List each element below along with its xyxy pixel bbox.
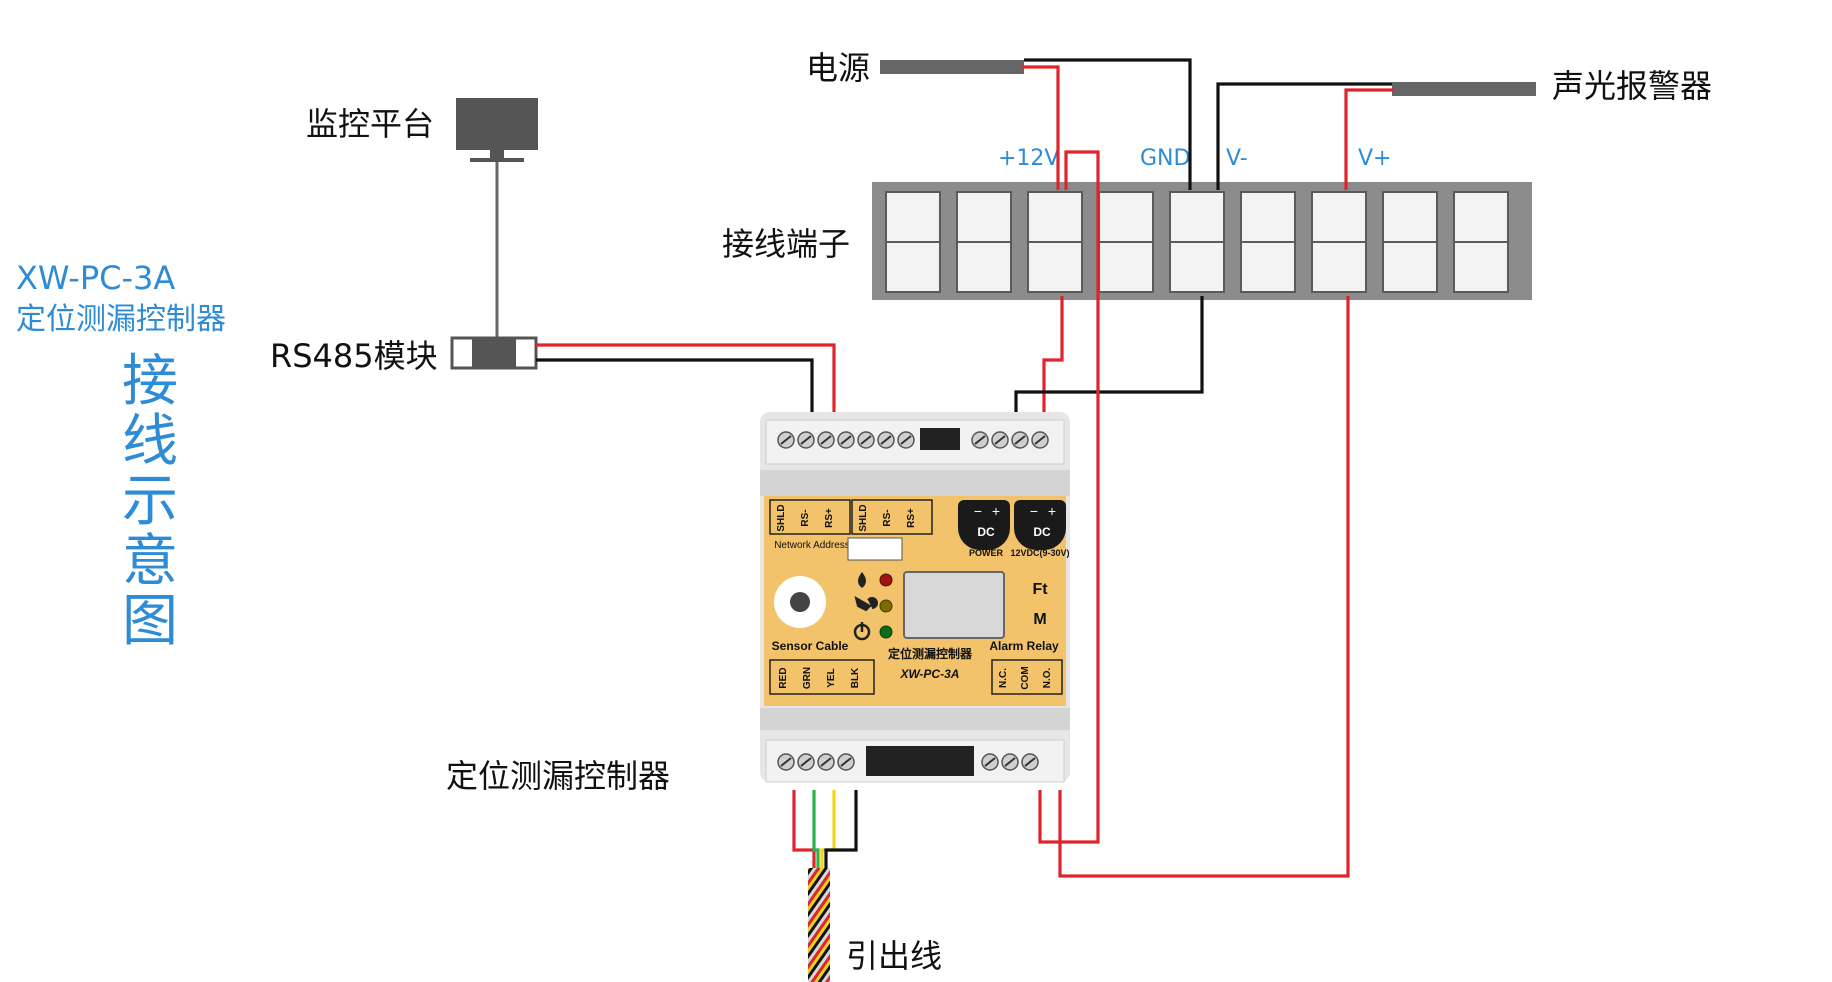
terminal-9 <box>1453 191 1509 293</box>
rs-pin-b-rs+: RS+ <box>906 508 917 528</box>
screw <box>981 753 999 771</box>
label-monitor-platform: 监控平台 <box>306 105 435 143</box>
screw <box>777 431 795 449</box>
wire-alarm-negative <box>1216 82 1392 190</box>
screw <box>817 753 835 771</box>
wire-12v-to-relay <box>1038 150 1100 844</box>
rs-pin-b-shld: SHLD <box>858 504 869 531</box>
wire-sensor-yellow <box>820 790 836 868</box>
screw <box>877 431 895 449</box>
terminal-label-gnd: GND <box>1140 146 1191 171</box>
unit-m-label: M <box>1033 611 1046 628</box>
terminal-5 <box>1169 191 1225 293</box>
wire-rs485-red <box>536 343 836 412</box>
terminal-label-vplus: V+ <box>1358 146 1392 171</box>
screw <box>1001 753 1019 771</box>
label-rs485-module: RS485模块 <box>270 337 438 375</box>
terminal-3 <box>1027 191 1083 293</box>
sensor-pin-red: RED <box>778 667 789 688</box>
wire-sensor-black <box>824 790 858 868</box>
terminal-label-vminus: V- <box>1226 146 1248 171</box>
wire-rs485-black <box>536 358 814 412</box>
screw <box>897 431 915 449</box>
terminal-2 <box>956 191 1012 293</box>
unit-ft-label: Ft <box>1032 581 1048 598</box>
label-controller: 定位测漏控制器 <box>446 757 671 795</box>
power-spec-label: 12VDC(9-30V) <box>1010 548 1069 558</box>
screw <box>1031 431 1049 449</box>
terminal-6 <box>1240 191 1296 293</box>
screw <box>1011 431 1029 449</box>
wire-vplus-to-relay <box>1058 296 1350 878</box>
power-lead <box>880 60 1024 74</box>
wire-sensor-green <box>812 790 820 868</box>
screw <box>971 431 989 449</box>
sensor-pin-grn: GRN <box>802 667 813 689</box>
diagram-title-model: XW-PC-3A <box>16 259 176 297</box>
wires <box>536 58 1394 878</box>
alarm-relay-label: Alarm Relay <box>989 639 1059 653</box>
label-alarm: 声光报警器 <box>1552 67 1713 105</box>
screw <box>837 753 855 771</box>
terminal-label-plus12v: +12V <box>998 146 1060 171</box>
lcd-display <box>903 571 1005 639</box>
svg-text:−: − <box>1030 503 1038 519</box>
diagram-title-vertical: 接线示意图 <box>122 349 178 654</box>
rs-pin-a-rs+: RS+ <box>824 508 835 528</box>
screw <box>777 753 795 771</box>
power-connectors: − + − + DC DC <box>958 500 1066 550</box>
controller-device: SHLD RS- RS+ SHLD RS- RS+ Network Address − +… <box>760 412 1070 783</box>
panel-model-label: XW-PC-3A <box>900 667 960 681</box>
sensor-pin-yel: YEL <box>826 668 837 687</box>
led-red <box>879 573 893 587</box>
sensor-cable-label: Sensor Cable <box>772 639 849 653</box>
rs-pin-a-shld: SHLD <box>776 504 787 531</box>
svg-text:+: + <box>992 503 1000 519</box>
diagram-title-name: 定位测漏控制器 <box>16 302 226 337</box>
terminal-1 <box>885 191 941 293</box>
terminal-7 <box>1311 191 1367 293</box>
screw <box>817 431 835 449</box>
power-label: POWER <box>969 548 1004 558</box>
svg-text:+: + <box>1048 503 1056 519</box>
relay-pin-nc: N.C. <box>998 668 1009 688</box>
label-power: 电源 <box>806 49 871 87</box>
wire-power-ground <box>1024 58 1192 190</box>
screw <box>857 431 875 449</box>
wire-12v-to-controller <box>1042 296 1064 412</box>
screw <box>797 431 815 449</box>
svg-text:DC: DC <box>977 525 995 539</box>
screw <box>797 753 815 771</box>
led-green <box>879 625 893 639</box>
terminal-block <box>872 182 1532 300</box>
svg-text:DC: DC <box>1033 525 1051 539</box>
wire-gnd-to-controller <box>1014 296 1204 412</box>
label-terminal-block: 接线端子 <box>722 225 851 263</box>
sensor-pin-blk: BLK <box>850 667 861 688</box>
rs-pin-b-rs-: RS- <box>882 509 893 526</box>
relay-pin-no: N.O. <box>1042 668 1053 689</box>
status-icons <box>853 572 878 641</box>
panel-name-label: 定位测漏控制器 <box>888 646 973 661</box>
label-lead-wire: 引出线 <box>846 937 943 975</box>
terminal-4 <box>1098 191 1154 293</box>
network-address-label: Network Address <box>774 540 850 551</box>
alarm-lead <box>1392 82 1536 96</box>
rs485-module-icon <box>450 336 538 370</box>
screw <box>991 431 1009 449</box>
wire-power-positive <box>1022 65 1060 190</box>
wire-sensor-red <box>792 790 816 868</box>
led-yellow <box>879 599 893 613</box>
lead-cable <box>808 868 830 982</box>
screw <box>837 431 855 449</box>
monitor-platform-icon <box>456 98 538 338</box>
screw <box>1021 753 1039 771</box>
network-address-window <box>847 537 903 561</box>
relay-pin-com: COM <box>1020 666 1031 689</box>
svg-text:−: − <box>974 503 982 519</box>
rs-pin-a-rs-: RS- <box>800 509 811 526</box>
terminal-8 <box>1382 191 1438 293</box>
wire-alarm-positive <box>1344 88 1394 190</box>
